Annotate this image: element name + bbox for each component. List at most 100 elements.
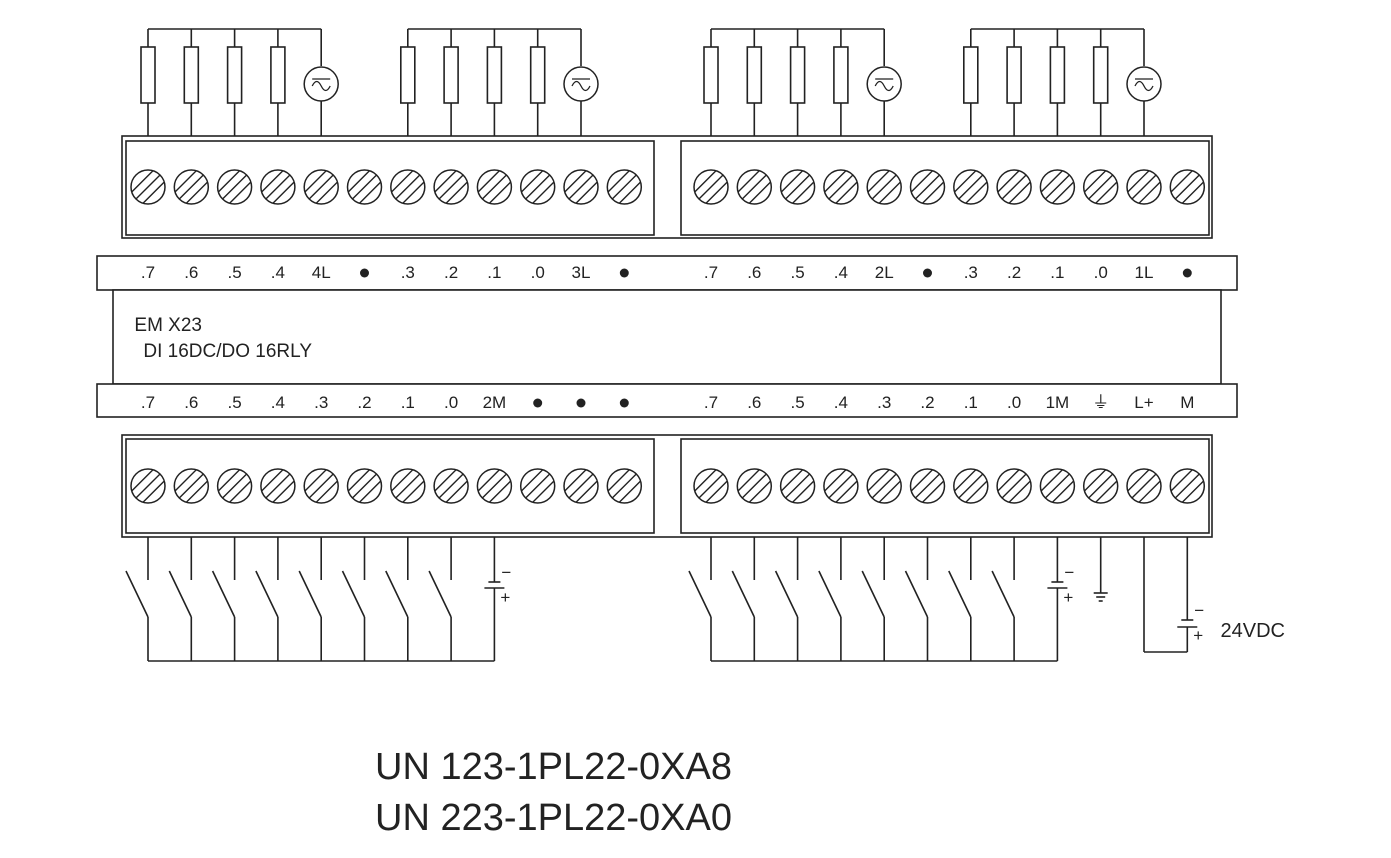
- switch-icon: [948, 570, 972, 618]
- screw-terminal-icon: [303, 468, 339, 504]
- screw-terminal-icon: [390, 468, 426, 504]
- top-terminal-label-10: 3L: [572, 263, 591, 282]
- top-terminal-dot-23: [1182, 268, 1192, 278]
- top-terminal-label-8: .1: [487, 263, 501, 282]
- screw-terminal-icon: [346, 468, 383, 504]
- resistor-load-icon: [789, 46, 806, 104]
- bottom-terminal-label-12: .7: [704, 393, 718, 412]
- resistor-load-icon: [962, 46, 979, 104]
- screw-terminal-icon: [866, 468, 902, 504]
- bottom-terminal-label-0: .7: [141, 393, 155, 412]
- screw-terminal-icon: [953, 169, 989, 205]
- screw-terminal-icon: [563, 169, 599, 205]
- bottom-block-left-strip: [125, 438, 655, 534]
- screw-terminal-icon: [1169, 169, 1206, 205]
- ac-source-icon: [303, 66, 339, 102]
- bottom-terminal-label-14: .5: [791, 393, 805, 412]
- module-name: EM X23: [134, 315, 202, 336]
- screw-terminal-icon: [433, 468, 469, 504]
- battery-icon: −+: [484, 537, 511, 661]
- top-terminal-label-12: .7: [704, 263, 718, 282]
- switch-icon: [861, 570, 885, 618]
- battery-icon: −+: [1047, 537, 1074, 661]
- switch-icon: [991, 570, 1015, 618]
- resistor-load-icon: [399, 46, 416, 104]
- screw-terminal-icon: [173, 468, 210, 504]
- screw-terminal-icon: [909, 169, 946, 205]
- screw-terminal-icon: [823, 169, 859, 205]
- bottom-terminal-label-17: .2: [920, 393, 934, 412]
- switch-icon: [904, 570, 929, 618]
- bottom-terminal-label-8: 2M: [483, 393, 507, 412]
- battery-minus-label: −: [1064, 563, 1074, 582]
- switch-icon: [168, 570, 193, 618]
- bottom-terminal-label-5: .2: [357, 393, 371, 412]
- switch-icon: [688, 570, 712, 618]
- screw-terminal-icon: [1039, 468, 1076, 504]
- switch-icon: [731, 570, 756, 618]
- top-terminal-label-18: .3: [964, 263, 978, 282]
- screw-terminal-icon: [736, 169, 773, 205]
- bottom-terminal-dot-11: [619, 398, 629, 408]
- top-terminal-dot-17: [923, 268, 932, 278]
- resistor-load-icon: [140, 46, 156, 104]
- load-group-4: [962, 28, 1162, 136]
- resistor-load-icon: [226, 46, 243, 104]
- resistor-load-icon: [746, 46, 763, 104]
- switch-icon: [341, 570, 366, 618]
- screw-terminal-icon: [779, 169, 816, 205]
- resistor-load-icon: [443, 46, 459, 104]
- screw-terminal-icon: [303, 169, 339, 205]
- switch-icon: [818, 570, 842, 618]
- screw-terminal-icon: [260, 169, 296, 205]
- load-group-2: [399, 28, 599, 136]
- resistor-load-icon: [703, 46, 719, 104]
- screw-terminal-icon: [476, 468, 513, 504]
- screw-terminal-icon: [390, 169, 426, 205]
- resistor-load-icon: [486, 46, 503, 104]
- bottom-terminal-label-7: .0: [444, 393, 458, 412]
- screw-terminal-icon: [216, 468, 253, 504]
- screw-terminal-icon: [173, 169, 210, 205]
- top-terminal-label-6: .3: [401, 263, 415, 282]
- battery-icon: −+: [1177, 601, 1204, 652]
- bottom-terminal-label-21: ⏚: [1092, 393, 1109, 412]
- screw-terminal-icon: [476, 169, 513, 205]
- screw-terminal-icon: [563, 468, 599, 504]
- switch-group-1: −+: [125, 537, 511, 662]
- resistor-load-icon: [1006, 46, 1022, 104]
- bottom-terminal-label-18: .1: [964, 393, 978, 412]
- screw-terminal-icon: [693, 468, 729, 504]
- switch-icon: [125, 570, 149, 618]
- bottom-terminal-label-22: L+: [1134, 393, 1153, 412]
- supply-plus-label: +: [1193, 626, 1203, 645]
- top-terminal-label-15: .4: [834, 263, 848, 282]
- screw-terminal-icon: [736, 468, 773, 504]
- bottom-label-strip: [96, 383, 1238, 418]
- switch-icon: [428, 570, 452, 618]
- resistor-load-icon: [529, 46, 546, 104]
- load-group-1: [140, 28, 339, 136]
- screw-terminal-icon: [779, 468, 816, 504]
- screw-terminal-icon: [130, 169, 166, 205]
- top-terminal-label-19: .2: [1007, 263, 1021, 282]
- resistor-load-icon: [270, 46, 286, 104]
- bottom-terminal-label-16: .3: [877, 393, 891, 412]
- supply-minus-label: −: [1194, 601, 1204, 620]
- top-terminal-label-20: .1: [1050, 263, 1064, 282]
- output-wiring: [140, 28, 1162, 136]
- ac-source-icon: [1126, 66, 1162, 102]
- screw-terminal-icon: [1126, 169, 1162, 205]
- battery-plus-label: +: [500, 588, 510, 607]
- resistor-load-icon: [1092, 46, 1109, 104]
- bottom-terminal-block: [121, 434, 1213, 538]
- top-terminal-label-4: 4L: [312, 263, 331, 282]
- screw-terminal-icon: [606, 169, 643, 205]
- switch-icon: [255, 570, 279, 618]
- screw-terminal-icon: [1039, 169, 1076, 205]
- input-wiring: −+−+−+: [125, 537, 1204, 662]
- top-terminal-label-9: .0: [531, 263, 545, 282]
